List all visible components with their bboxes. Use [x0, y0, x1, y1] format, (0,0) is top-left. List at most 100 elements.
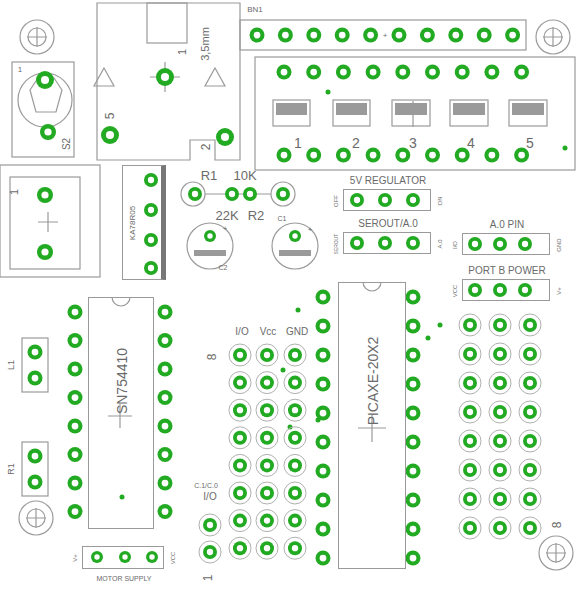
pad-hole [192, 191, 198, 197]
solder-pad [366, 65, 381, 80]
pad-copper [420, 28, 435, 43]
pad-hole [264, 435, 270, 441]
silkscreen-label: 3 [409, 136, 417, 150]
pad-copper [366, 148, 381, 163]
solder-pad [284, 427, 306, 449]
pad-hole [106, 131, 114, 139]
pad-hole [320, 381, 327, 388]
pad-copper [523, 318, 537, 332]
pad-outline [459, 459, 481, 481]
solder-pad [316, 464, 331, 479]
pad-hole [497, 438, 503, 444]
solder-pad [256, 399, 278, 421]
solder-pad [256, 454, 278, 476]
silkscreen-label: 1 [202, 575, 214, 582]
solder-pad [489, 343, 511, 365]
ic-notch [363, 282, 381, 291]
pad-copper [477, 28, 492, 43]
solder-pad [484, 65, 499, 80]
pad-hole [497, 409, 503, 415]
solder-pad [459, 517, 481, 539]
silkscreen-label: + [308, 226, 313, 234]
pad-copper [316, 551, 331, 566]
solder-pad [229, 372, 251, 394]
pad-copper [463, 521, 477, 535]
pad-copper [233, 541, 247, 555]
jack-cross [150, 62, 180, 92]
resistor-outline [181, 182, 205, 206]
pad-copper [406, 522, 421, 537]
solder-pad [489, 314, 511, 336]
solder-pad [256, 427, 278, 449]
pad-copper [260, 348, 274, 362]
pad-copper [406, 348, 421, 363]
solder-pad [306, 148, 321, 163]
solder-pad [278, 28, 293, 43]
pad-hole [467, 351, 473, 357]
pad-copper [225, 187, 239, 201]
pad-outline [459, 401, 481, 423]
solder-pad [459, 488, 481, 510]
pad-outline [256, 482, 278, 504]
pad-hole [467, 467, 473, 473]
pad-hole [396, 32, 403, 39]
pad-copper [101, 126, 119, 144]
capacitor-outline [272, 223, 318, 269]
pad-hole [162, 337, 169, 344]
solder-pad [40, 124, 56, 140]
pad-copper [514, 65, 529, 80]
pad-hole [340, 69, 347, 76]
pad-copper [68, 419, 83, 434]
solder-pad [199, 514, 221, 536]
pad-hole [264, 545, 270, 551]
pad-hole [32, 375, 39, 382]
pad-hole [410, 197, 416, 203]
silkscreen-label: 4 [467, 136, 475, 150]
pad-hole [410, 294, 417, 301]
connector-body [10, 177, 80, 269]
solder-pad [68, 305, 83, 320]
pad-hole [320, 555, 327, 562]
pad-copper [68, 362, 83, 377]
solder-pad [489, 488, 511, 510]
pad-hole [497, 380, 503, 386]
solder-pad [519, 401, 541, 423]
pad-hole [527, 525, 533, 531]
solder-pad [188, 187, 202, 201]
pad-copper [316, 290, 331, 305]
pad-copper [28, 449, 43, 464]
pad-outline [489, 314, 511, 336]
silkscreen-label: 3,5mm [200, 27, 211, 61]
solder-pad [158, 333, 173, 348]
solder-pad [276, 187, 290, 201]
pad-copper [523, 376, 537, 390]
pad-outline [284, 510, 306, 532]
solder-pad [519, 459, 541, 481]
switch-outline [12, 62, 74, 157]
pad-copper [288, 541, 302, 555]
pad-outline [519, 430, 541, 452]
pad-outline [256, 454, 278, 476]
pad-hole [292, 407, 298, 413]
pad-hole [72, 451, 79, 458]
pad-hole [207, 233, 212, 238]
regulator-outline: KA78R05 [122, 165, 166, 280]
pad-hole [292, 490, 298, 496]
pad-hole [237, 435, 243, 441]
pad-copper [395, 148, 410, 163]
relay-block-fill [276, 103, 544, 115]
solder-pad [28, 345, 43, 360]
pad-copper [523, 347, 537, 361]
silkscreen-label: R1 [7, 463, 16, 475]
pad-hole [281, 152, 288, 159]
pad-copper [68, 476, 83, 491]
pad-hole [264, 379, 270, 385]
pad-hole [320, 497, 327, 504]
pad-copper [448, 28, 463, 43]
solder-pad [406, 435, 421, 450]
pad-outline [284, 344, 306, 366]
solder-pad [406, 236, 420, 250]
pad-hole [148, 177, 154, 183]
silkscreen-label: 1 [9, 189, 20, 195]
pad-hole [497, 467, 503, 473]
